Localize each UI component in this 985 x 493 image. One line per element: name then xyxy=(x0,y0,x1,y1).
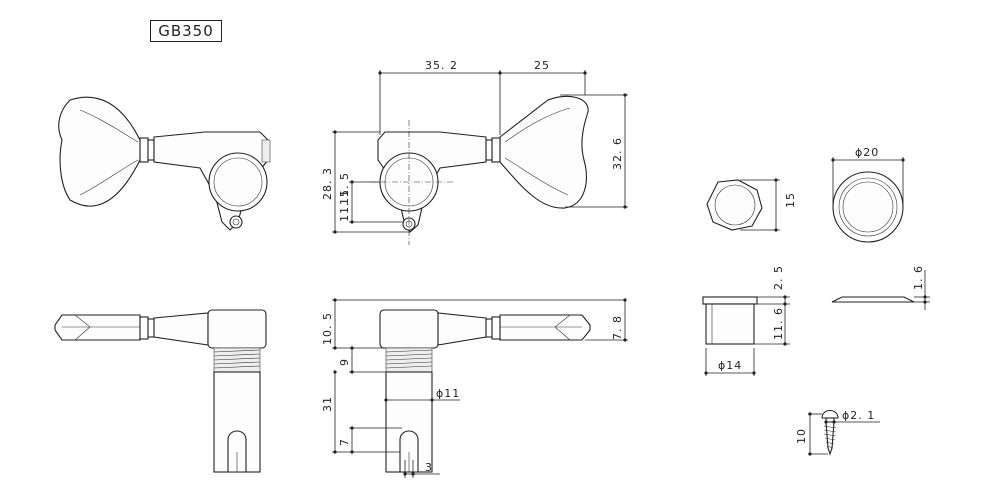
dim-nut-height: 15 xyxy=(784,192,797,208)
dim-top-width-a: 35. 2 xyxy=(425,59,458,72)
dim-slot-width: 3 xyxy=(425,461,433,474)
bushing-side-view: 2. 5 11. 6 ϕ14 xyxy=(702,265,790,376)
tuner-front-view-right xyxy=(370,95,589,245)
dim-bushing-body: 11. 6 xyxy=(772,307,785,340)
washer-side-view: 1. 6 xyxy=(831,265,930,310)
dim-thread: 9 xyxy=(338,358,351,366)
dim-screw-dia: ϕ2. 1 xyxy=(842,409,875,422)
dim-height-total: 32. 6 xyxy=(611,137,624,170)
top-dimension-lines: 35. 2 25 32. 6 28. 3 11. 5 11. 5 xyxy=(321,59,628,234)
dim-shaft-dia: ϕ11 xyxy=(436,387,460,400)
dim-bushing-dia: ϕ14 xyxy=(718,359,742,372)
dim-shaft: 31 xyxy=(321,396,334,412)
dim-bushing-flange: 2. 5 xyxy=(772,265,785,290)
dim-washer-dia: ϕ20 xyxy=(855,146,879,159)
mounting-screw: 10 ϕ2. 1 xyxy=(795,409,880,456)
hex-nut: 15 xyxy=(706,178,797,232)
dim-washer-thick: 1. 6 xyxy=(912,265,925,290)
dim-side-b: 7. 8 xyxy=(611,315,624,340)
dim-slot-depth: 7 xyxy=(338,438,351,446)
dim-height-c: 11. 5 xyxy=(338,189,351,222)
washer-ring: ϕ20 xyxy=(831,146,905,243)
tuner-side-view-left xyxy=(54,309,267,473)
model-title: GB350 xyxy=(150,20,222,42)
dim-height-a: 28. 3 xyxy=(321,167,334,200)
dim-side-a: 10. 5 xyxy=(321,312,334,345)
dim-screw-len: 10 xyxy=(795,428,808,444)
tuner-side-view-right xyxy=(379,309,591,473)
tuner-front-view-left xyxy=(58,96,271,231)
side-dimension-lines: 10. 5 7. 8 9 31 ϕ11 7 3 xyxy=(321,298,628,478)
dim-height-b: 11. 5 xyxy=(338,172,351,205)
dim-top-width-b: 25 xyxy=(534,59,550,72)
